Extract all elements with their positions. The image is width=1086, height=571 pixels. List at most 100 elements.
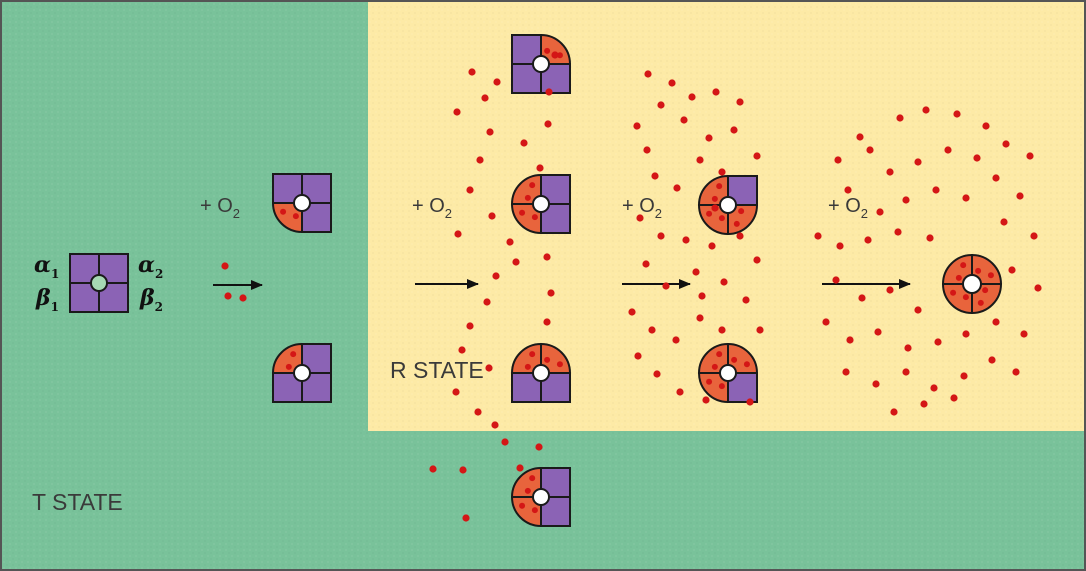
oxygen-dot [988, 356, 996, 364]
beta2-label: β2 [139, 285, 163, 314]
oxygen-dot [468, 68, 476, 76]
hemoglobin-tetramer [69, 253, 129, 313]
oxygen-molecules [221, 51, 1042, 522]
o2-prefix: + O [828, 195, 861, 217]
bound-oxygen-dot [743, 361, 750, 368]
oxygen-dot [711, 204, 719, 212]
oxygen-dot [842, 368, 850, 376]
oxygen-dot [488, 212, 496, 220]
oxygen-dot [872, 380, 880, 388]
bound-oxygen-dot [718, 383, 725, 390]
oxygen-dot [657, 232, 665, 240]
oxygen-dot [485, 364, 493, 372]
oxygen-dot [962, 194, 970, 202]
central-cavity [532, 364, 550, 382]
oxygen-dot [894, 228, 902, 236]
hemoglobin-molecules [69, 33, 1003, 528]
bound-oxygen-dot [706, 210, 713, 217]
oxygen-dot [736, 232, 744, 240]
t-state-label: T STATE [32, 489, 123, 515]
oxygen-dot [634, 352, 642, 360]
oxygen-dot [922, 106, 930, 114]
bound-oxygen-dot [960, 262, 967, 269]
oxygen-dot [896, 114, 904, 122]
bound-oxygen-dot [716, 351, 723, 358]
bound-oxygen-dot [544, 47, 551, 54]
bound-oxygen-dot [531, 507, 538, 514]
bound-oxygen-dot [524, 194, 531, 201]
bound-oxygen-dot [556, 361, 563, 368]
oxygen-dot [486, 128, 494, 136]
oxygen-dot [756, 326, 764, 334]
oxygen-dot [973, 154, 981, 162]
bound-oxygen-dot [955, 274, 962, 281]
bound-oxygen-dot [531, 214, 538, 221]
add-oxygen-label-3: + O2 [622, 195, 662, 221]
oxygen-dot [696, 156, 704, 164]
oxygen-dot [644, 70, 652, 78]
central-cavity [532, 488, 550, 506]
hemoglobin-tetramer [697, 174, 759, 236]
oxygen-dot [1034, 284, 1042, 292]
o2-subscript: 2 [655, 206, 662, 221]
o2-prefix: + O [200, 195, 233, 217]
hemoglobin-tetramer [271, 173, 332, 234]
oxygen-dot [1000, 218, 1008, 226]
hemoglobin-tetramer [510, 342, 572, 403]
oxygen-dot [914, 306, 922, 314]
oxygen-dot [466, 322, 474, 330]
central-cavity [532, 195, 550, 213]
oxygen-dot [886, 286, 894, 294]
hemoglobin-tetramer [510, 466, 571, 528]
oxygen-dot [688, 93, 696, 101]
hemoglobin-tetramer [697, 342, 759, 404]
hemoglobin-tetramer [941, 253, 1003, 315]
bound-oxygen-dot [711, 363, 718, 370]
oxygen-dot [718, 168, 726, 176]
oxygen-dot [547, 289, 555, 297]
oxygen-dot [643, 146, 651, 154]
bound-oxygen-dot [529, 475, 536, 482]
o2-subscript: 2 [445, 206, 452, 221]
add-oxygen-label-4: + O2 [828, 195, 868, 221]
o2-prefix: + O [412, 195, 445, 217]
oxygen-dot [545, 88, 553, 96]
oxygen-dot [934, 338, 942, 346]
oxygen-dot [904, 344, 912, 352]
alpha1-label: α1 [34, 252, 59, 281]
oxygen-dot [680, 116, 688, 124]
bound-oxygen-dot [738, 208, 745, 215]
oxygen-dot [1012, 368, 1020, 376]
oxygen-dot [846, 336, 854, 344]
oxygen-dot [636, 214, 644, 222]
oxygen-dot [814, 232, 822, 240]
oxygen-dot [874, 328, 882, 336]
oxygen-dot [1020, 330, 1028, 338]
oxygen-dot [224, 292, 232, 300]
o2-prefix: + O [622, 195, 655, 217]
oxygen-dot [673, 184, 681, 192]
bound-oxygen-dot [529, 351, 536, 358]
oxygen-dot [672, 336, 680, 344]
add-oxygen-label-1: + O2 [200, 195, 240, 221]
oxygen-dot [648, 326, 656, 334]
deoxy-subunit [540, 174, 571, 205]
bound-oxygen-dot [556, 52, 563, 59]
bound-oxygen-dot [280, 208, 287, 215]
bound-oxygen-dot [290, 351, 297, 358]
bound-oxygen-dot [519, 502, 526, 509]
o2-subscript: 2 [861, 206, 868, 221]
bound-oxygen-dot [285, 363, 292, 370]
oxygen-dot [239, 294, 247, 302]
alpha2-label: α2 [138, 252, 163, 281]
oxygen-dot [736, 98, 744, 106]
central-cavity [962, 274, 982, 294]
oxygen-dot [753, 256, 761, 264]
oxygen-dot [953, 110, 961, 118]
oxygen-dot [1016, 192, 1024, 200]
oxygen-dot [662, 282, 670, 290]
oxygen-dot [864, 236, 872, 244]
bound-oxygen-dot [706, 378, 713, 385]
oxygen-dot [914, 158, 922, 166]
